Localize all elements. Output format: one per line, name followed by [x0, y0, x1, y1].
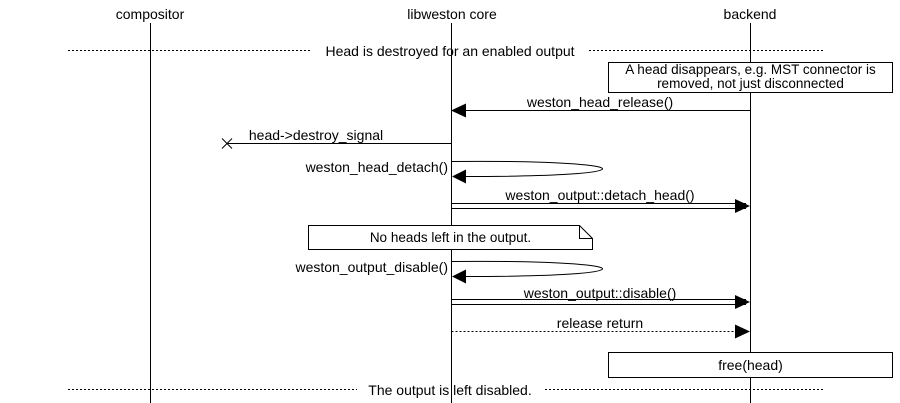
participant-compositor: compositor	[115, 6, 185, 22]
message-head-destroy-signal-label: head->destroy_signal	[248, 127, 384, 143]
divider-top-label: Head is destroyed for an enabled output	[325, 43, 575, 59]
arrow-weston-head-release	[451, 103, 751, 118]
message-weston-output-detach-head-label: weston_output::detach_head()	[505, 187, 695, 203]
note-no-heads-text: No heads left in the output.	[369, 229, 532, 245]
detach-self-loop	[451, 160, 603, 177]
note-body	[308, 225, 593, 250]
note-head-disappears-text: A head disappears, e.g. MST connector is…	[609, 63, 892, 91]
note-head-disappears-line1: A head disappears, e.g. MST connector is	[625, 62, 876, 77]
arrow-head-destroy-signal	[221, 138, 452, 149]
arrow-weston-output-detach-head	[451, 199, 750, 213]
release-return-arrowhead-icon	[735, 324, 750, 339]
note-fold-icon	[579, 225, 593, 239]
note-no-heads-shape	[308, 225, 593, 250]
divider-lines	[68, 50, 825, 390]
participant-backend: backend	[723, 6, 777, 22]
arrow-release-return	[451, 324, 750, 339]
detach-head-arrowhead-icon	[735, 199, 750, 213]
lost-message-x-icon	[221, 138, 233, 149]
participant-libweston-core: libweston core	[407, 6, 497, 22]
release-arrowhead-icon	[451, 103, 466, 118]
free-head-box	[608, 352, 893, 378]
disable-self-arrowhead-icon	[452, 269, 466, 284]
message-weston-head-release-label: weston_head_release()	[526, 94, 674, 110]
note-head-disappears-line2: removed, not just disconnected	[657, 76, 844, 91]
message-weston-output-disable-self-label: weston_output_disable()	[295, 259, 448, 275]
divider-bottom-label: The output is left disabled.	[368, 382, 532, 398]
disable-double-line	[451, 299, 746, 305]
note-head-disappears-box	[608, 62, 893, 93]
arrow-weston-head-detach-self	[451, 160, 603, 184]
arrow-weston-output-disable-self	[451, 260, 603, 284]
disable-arrowhead-icon	[735, 295, 750, 309]
message-weston-head-detach-label: weston_head_detach()	[305, 159, 448, 175]
disable-self-loop	[451, 260, 603, 277]
arrow-weston-output-disable	[451, 295, 750, 309]
detach-head-double-line	[451, 203, 746, 209]
detach-self-arrowhead-icon	[452, 169, 466, 184]
message-weston-output-disable-label: weston_output::disable()	[523, 285, 677, 301]
free-head-box-label: free(head)	[718, 356, 783, 373]
message-release-return-label: release return	[556, 315, 644, 331]
